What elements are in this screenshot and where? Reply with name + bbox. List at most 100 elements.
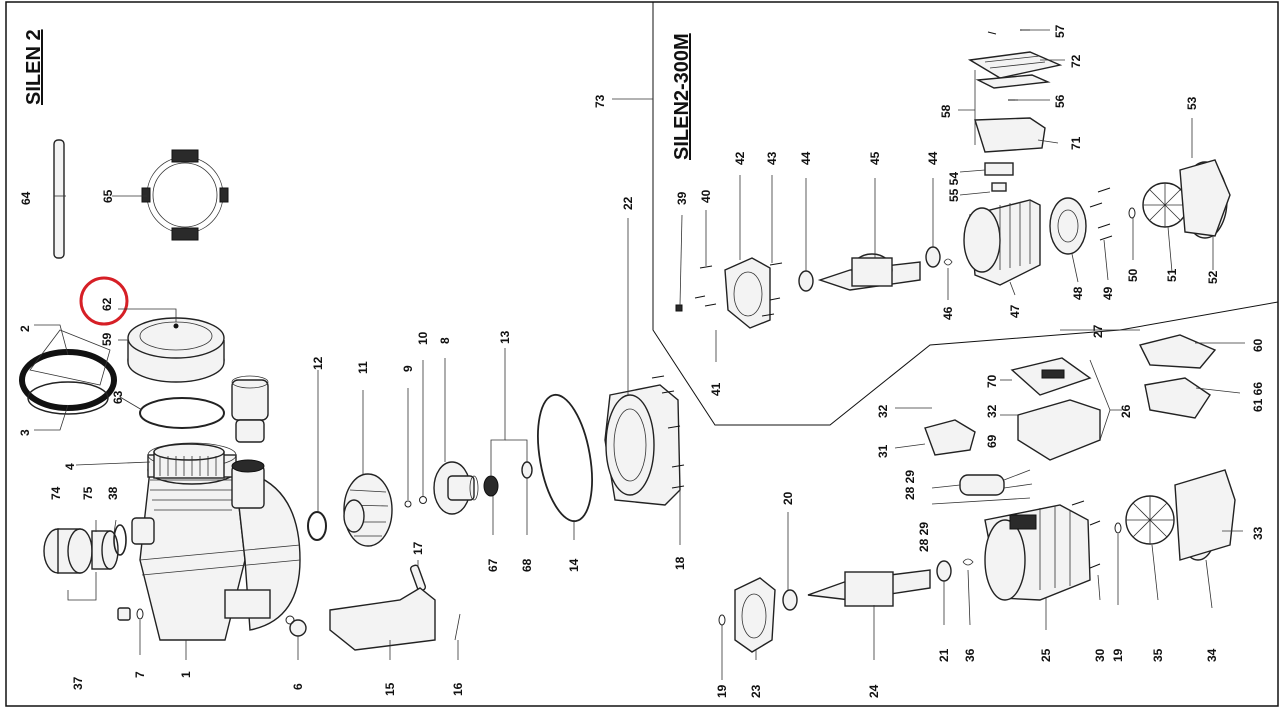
- part-21-bearing: [936, 560, 952, 582]
- label-25: 25: [1039, 648, 1053, 662]
- label-39: 39: [675, 191, 689, 205]
- label-19-left: 19: [715, 684, 729, 698]
- part-9-screw: [404, 500, 412, 508]
- part-47-stator-housing: [963, 199, 1041, 286]
- part-7-plug: [117, 607, 131, 621]
- label-43: 43: [765, 151, 779, 165]
- label-46: 46: [941, 306, 955, 320]
- label-26: 26: [1119, 404, 1133, 418]
- part-74-75-38-union: [43, 524, 127, 574]
- part-6-oring: [285, 615, 295, 625]
- part-20-bearing: [782, 589, 798, 611]
- part-42-flange: [724, 257, 771, 329]
- label-61-66: 61 66: [1251, 382, 1265, 412]
- part-35-fan: [1125, 495, 1175, 545]
- label-63: 63: [111, 390, 125, 404]
- label-48: 48: [1071, 286, 1085, 300]
- label-47: 47: [1008, 304, 1022, 318]
- label-15: 15: [383, 682, 397, 696]
- label-72: 72: [1069, 54, 1083, 68]
- label-37: 37: [71, 676, 85, 690]
- part-17-key: [409, 564, 427, 592]
- frame-border: [5, 1, 1279, 707]
- label-22: 22: [621, 196, 635, 210]
- part-46-washer: [943, 258, 953, 266]
- part-43-bolts: [761, 262, 783, 317]
- label-68: 68: [520, 558, 534, 572]
- part-7-washer: [136, 608, 144, 620]
- part-31-capacitor-box: [924, 419, 976, 456]
- part-25-motor-body: [984, 504, 1091, 601]
- label-36: 36: [963, 648, 977, 662]
- label-44-rear: 44: [926, 151, 940, 165]
- label-31: 31: [876, 444, 890, 458]
- part-50-ring: [1128, 207, 1136, 219]
- part-30-bolts: [1071, 500, 1101, 569]
- label-75: 75: [81, 486, 95, 500]
- part-70-plate: [1010, 357, 1092, 396]
- label-51: 51: [1165, 268, 1179, 282]
- label-32-a: 32: [876, 404, 890, 418]
- part-28-29-capacitor: [959, 469, 1033, 496]
- part-64-rod: [53, 139, 65, 259]
- title-silen2-300m: SILEN2-300M: [671, 33, 693, 160]
- part-44-bearing-front: [798, 270, 814, 292]
- label-55-54: 55 54: [947, 172, 961, 202]
- part-63-oring: [139, 397, 225, 429]
- label-27: 27: [1091, 324, 1105, 338]
- label-28-29-a: 28 29: [903, 470, 917, 500]
- part-60-61-66-cover: [1138, 334, 1217, 419]
- part-8-impeller: [433, 461, 479, 515]
- label-44-front: 44: [799, 151, 813, 165]
- label-69: 69: [985, 434, 999, 448]
- part-52-fan-cover: [1179, 159, 1231, 239]
- part-49-bolts: [1089, 187, 1113, 241]
- label-42: 42: [733, 151, 747, 165]
- part-69-box: [1017, 399, 1101, 461]
- label-21: 21: [937, 648, 951, 662]
- label-1: 1: [179, 671, 193, 678]
- part-12-oring: [307, 511, 327, 541]
- part-6-drain: [289, 619, 307, 637]
- highlight-circle-62: [79, 276, 129, 326]
- label-18: 18: [673, 556, 687, 570]
- part-45-rotor-shaft: [817, 253, 921, 291]
- part-terminal-box: [974, 117, 1046, 192]
- part-59-lid: [127, 317, 225, 383]
- label-45: 45: [868, 151, 882, 165]
- label-28-29-b: 28 29: [917, 522, 931, 552]
- part-13-mech-seal: [483, 461, 533, 497]
- label-65: 65: [101, 189, 115, 203]
- part-number-labels: 64 65 62 59 63 2 3 4 74 75 38 37 7 1 6 1…: [18, 24, 1265, 698]
- label-14: 14: [567, 558, 581, 572]
- label-74: 74: [49, 486, 63, 500]
- label-20: 20: [781, 491, 795, 505]
- part-23-flange: [734, 577, 776, 653]
- label-32-b: 32: [985, 404, 999, 418]
- label-38: 38: [106, 486, 120, 500]
- part-72-terminal-cover: [967, 51, 1063, 89]
- label-10: 10: [416, 331, 430, 345]
- label-57: 57: [1053, 24, 1067, 38]
- part-48-end-shield: [1049, 197, 1087, 255]
- label-9: 9: [401, 365, 415, 372]
- part-union-fitting: [231, 375, 269, 443]
- label-56: 56: [1053, 94, 1067, 108]
- title-silen2: SILEN 2: [23, 29, 45, 105]
- label-50: 50: [1126, 268, 1140, 282]
- part-44-bearing-rear: [925, 246, 941, 268]
- label-62: 62: [100, 297, 114, 311]
- part-15-support: [329, 587, 436, 651]
- label-3: 3: [18, 429, 32, 436]
- part-14-gasket: [537, 393, 593, 523]
- label-7: 7: [133, 671, 147, 678]
- leader-lines: [34, 29, 1245, 680]
- part-2-3-basket: [19, 329, 117, 415]
- label-8: 8: [438, 337, 452, 344]
- part-34-33-fan-cover: [1174, 469, 1236, 561]
- part-16-bolt: [454, 613, 461, 641]
- label-73: 73: [593, 94, 607, 108]
- label-24: 24: [867, 684, 881, 698]
- label-30: 30: [1093, 648, 1107, 662]
